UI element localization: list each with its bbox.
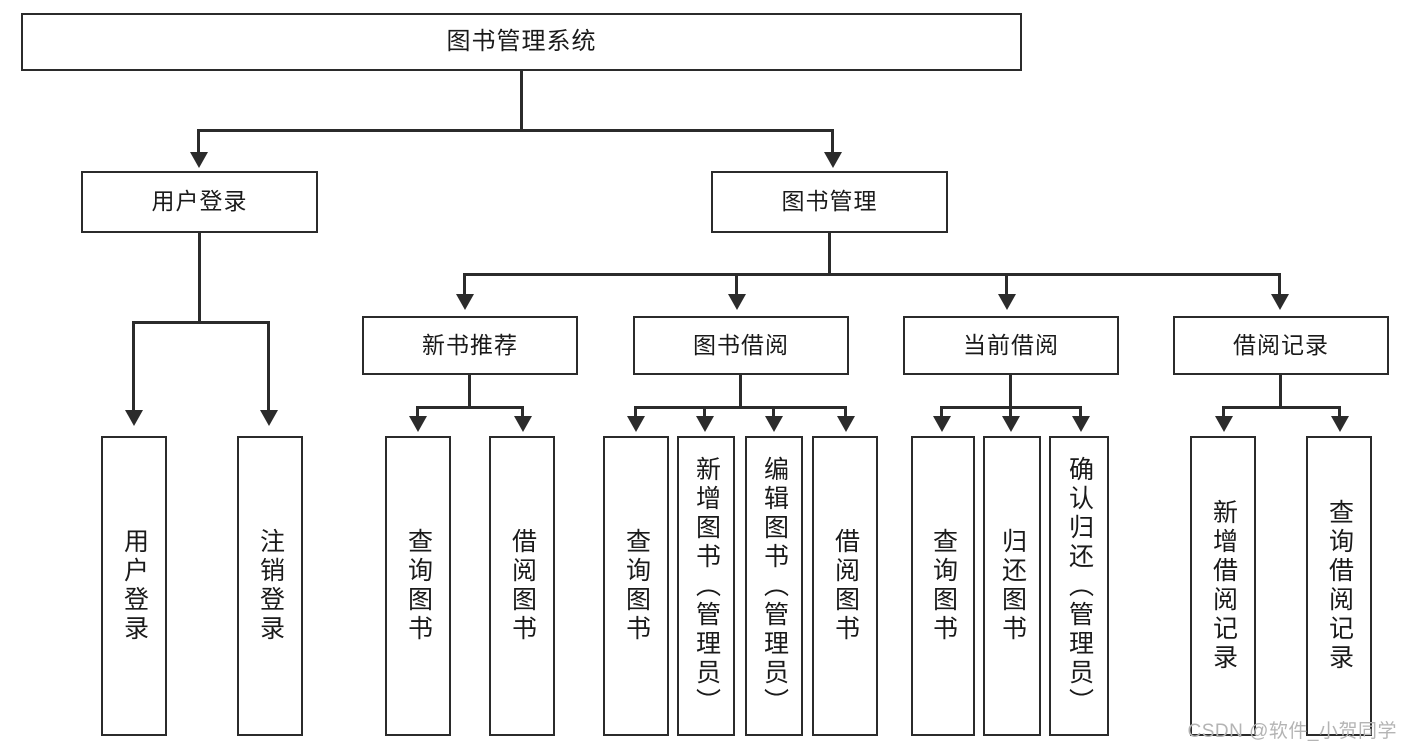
leaf-logout[interactable]: 注销登录 <box>237 436 303 736</box>
connector-current-to-leaf11 <box>1079 406 1082 419</box>
node-root-system[interactable]: 图书管理系统 <box>21 13 1022 71</box>
node-label: 查询图书 <box>404 528 433 644</box>
node-label: 借阅图书 <box>831 528 860 644</box>
leaf-query-borrow-record[interactable]: 查询借阅记录 <box>1306 436 1372 736</box>
arrowhead-bookmgmt-to-record <box>1271 294 1289 310</box>
node-label: 借阅图书 <box>508 528 537 644</box>
node-book-borrow[interactable]: 图书借阅 <box>633 316 849 375</box>
connector-bookmgmt-stem <box>828 233 831 275</box>
node-label: 图书管理系统 <box>446 27 597 55</box>
leaf-query-book-newbook[interactable]: 查询图书 <box>385 436 451 736</box>
node-borrow-record[interactable]: 借阅记录 <box>1173 316 1389 375</box>
connector-borrow-to-leaf6 <box>703 406 706 419</box>
leaf-query-book-borrow[interactable]: 查询图书 <box>603 436 669 736</box>
connector-borrow-stem <box>739 375 742 408</box>
arrowhead-current-to-leaf9 <box>933 416 951 432</box>
arrowhead-login-to-leaf2 <box>260 410 278 426</box>
node-user-login[interactable]: 用户登录 <box>81 171 318 233</box>
arrowhead-current-to-leaf11 <box>1072 416 1090 432</box>
connector-newbook-to-leaf4 <box>521 406 524 419</box>
arrowhead-current-to-leaf10 <box>1002 416 1020 432</box>
leaf-confirm-return-admin[interactable]: 确认归还（管理员） <box>1049 436 1109 736</box>
leaf-edit-book-admin[interactable]: 编辑图书（管理员） <box>745 436 803 736</box>
connector-borrow-to-leaf5 <box>634 406 637 419</box>
connector-root-to-bookmgmt <box>831 129 834 155</box>
connector-login-bar <box>132 321 270 324</box>
arrowhead-root-to-bookmgmt <box>824 152 842 168</box>
connector-borrow-bar <box>634 406 847 409</box>
connector-root-to-login <box>197 129 200 155</box>
connector-borrow-to-leaf8 <box>844 406 847 419</box>
node-label: 查询图书 <box>622 528 651 644</box>
connector-newbook-bar <box>416 406 524 409</box>
connector-bookmgmt-to-record <box>1278 273 1281 297</box>
arrowhead-borrow-to-leaf5 <box>627 416 645 432</box>
arrowhead-bookmgmt-to-current <box>998 294 1016 310</box>
csdn-watermark: CSDN @软件_小贺同学 <box>1187 721 1397 742</box>
arrowhead-bookmgmt-to-borrow <box>728 294 746 310</box>
arrowhead-login-to-leaf1 <box>125 410 143 426</box>
node-label: 确认归还（管理员） <box>1065 455 1094 717</box>
node-label: 用户登录 <box>151 188 248 215</box>
connector-current-stem <box>1009 375 1012 408</box>
node-current-borrow[interactable]: 当前借阅 <box>903 316 1119 375</box>
arrowhead-root-to-login <box>190 152 208 168</box>
node-label: 用户登录 <box>120 528 149 644</box>
leaf-borrow-book-borrow[interactable]: 借阅图书 <box>812 436 878 736</box>
node-label: 图书借阅 <box>693 331 789 358</box>
leaf-query-book-current[interactable]: 查询图书 <box>911 436 975 736</box>
connector-record-bar <box>1222 406 1341 409</box>
connector-record-to-leaf12 <box>1222 406 1225 419</box>
node-label: 图书管理 <box>781 188 878 215</box>
connector-current-to-leaf10 <box>1009 406 1012 419</box>
connector-bookmgmt-to-current <box>1005 273 1008 297</box>
connector-newbook-stem <box>468 375 471 408</box>
node-label: 新增借阅记录 <box>1209 499 1238 673</box>
arrowhead-record-to-leaf13 <box>1331 416 1349 432</box>
connector-login-stem <box>198 233 201 323</box>
connector-root-bar <box>197 129 834 132</box>
arrowhead-newbook-to-leaf4 <box>514 416 532 432</box>
node-label: 归还图书 <box>998 528 1027 644</box>
node-new-book-recommend[interactable]: 新书推荐 <box>362 316 578 375</box>
node-label: 新书推荐 <box>422 331 518 358</box>
node-label: 新增图书（管理员） <box>692 455 721 717</box>
leaf-return-book[interactable]: 归还图书 <box>983 436 1041 736</box>
connector-current-to-leaf9 <box>940 406 943 419</box>
node-label: 编辑图书（管理员） <box>760 455 789 717</box>
connector-newbook-to-leaf3 <box>416 406 419 419</box>
connector-root-stem <box>520 71 523 131</box>
connector-bookmgmt-to-borrow <box>735 273 738 297</box>
connector-bookmgmt-to-newbook <box>463 273 466 297</box>
connector-login-to-leaf1 <box>132 321 135 413</box>
arrowhead-record-to-leaf12 <box>1215 416 1233 432</box>
node-label: 借阅记录 <box>1233 331 1329 358</box>
connector-borrow-to-leaf7 <box>772 406 775 419</box>
node-label: 查询图书 <box>929 528 958 644</box>
leaf-user-login[interactable]: 用户登录 <box>101 436 167 736</box>
arrowhead-borrow-to-leaf7 <box>765 416 783 432</box>
arrowhead-borrow-to-leaf8 <box>837 416 855 432</box>
node-label: 注销登录 <box>256 528 285 644</box>
connector-record-to-leaf13 <box>1338 406 1341 419</box>
arrowhead-bookmgmt-to-newbook <box>456 294 474 310</box>
arrowhead-borrow-to-leaf6 <box>696 416 714 432</box>
node-label: 查询借阅记录 <box>1325 499 1354 673</box>
node-book-management[interactable]: 图书管理 <box>711 171 948 233</box>
node-label: 当前借阅 <box>963 331 1059 358</box>
leaf-add-book-admin[interactable]: 新增图书（管理员） <box>677 436 735 736</box>
arrowhead-newbook-to-leaf3 <box>409 416 427 432</box>
leaf-add-borrow-record[interactable]: 新增借阅记录 <box>1190 436 1256 736</box>
connector-login-to-leaf2 <box>267 321 270 413</box>
leaf-borrow-book-newbook[interactable]: 借阅图书 <box>489 436 555 736</box>
connector-bookmgmt-bar <box>463 273 1281 276</box>
connector-record-stem <box>1279 375 1282 408</box>
